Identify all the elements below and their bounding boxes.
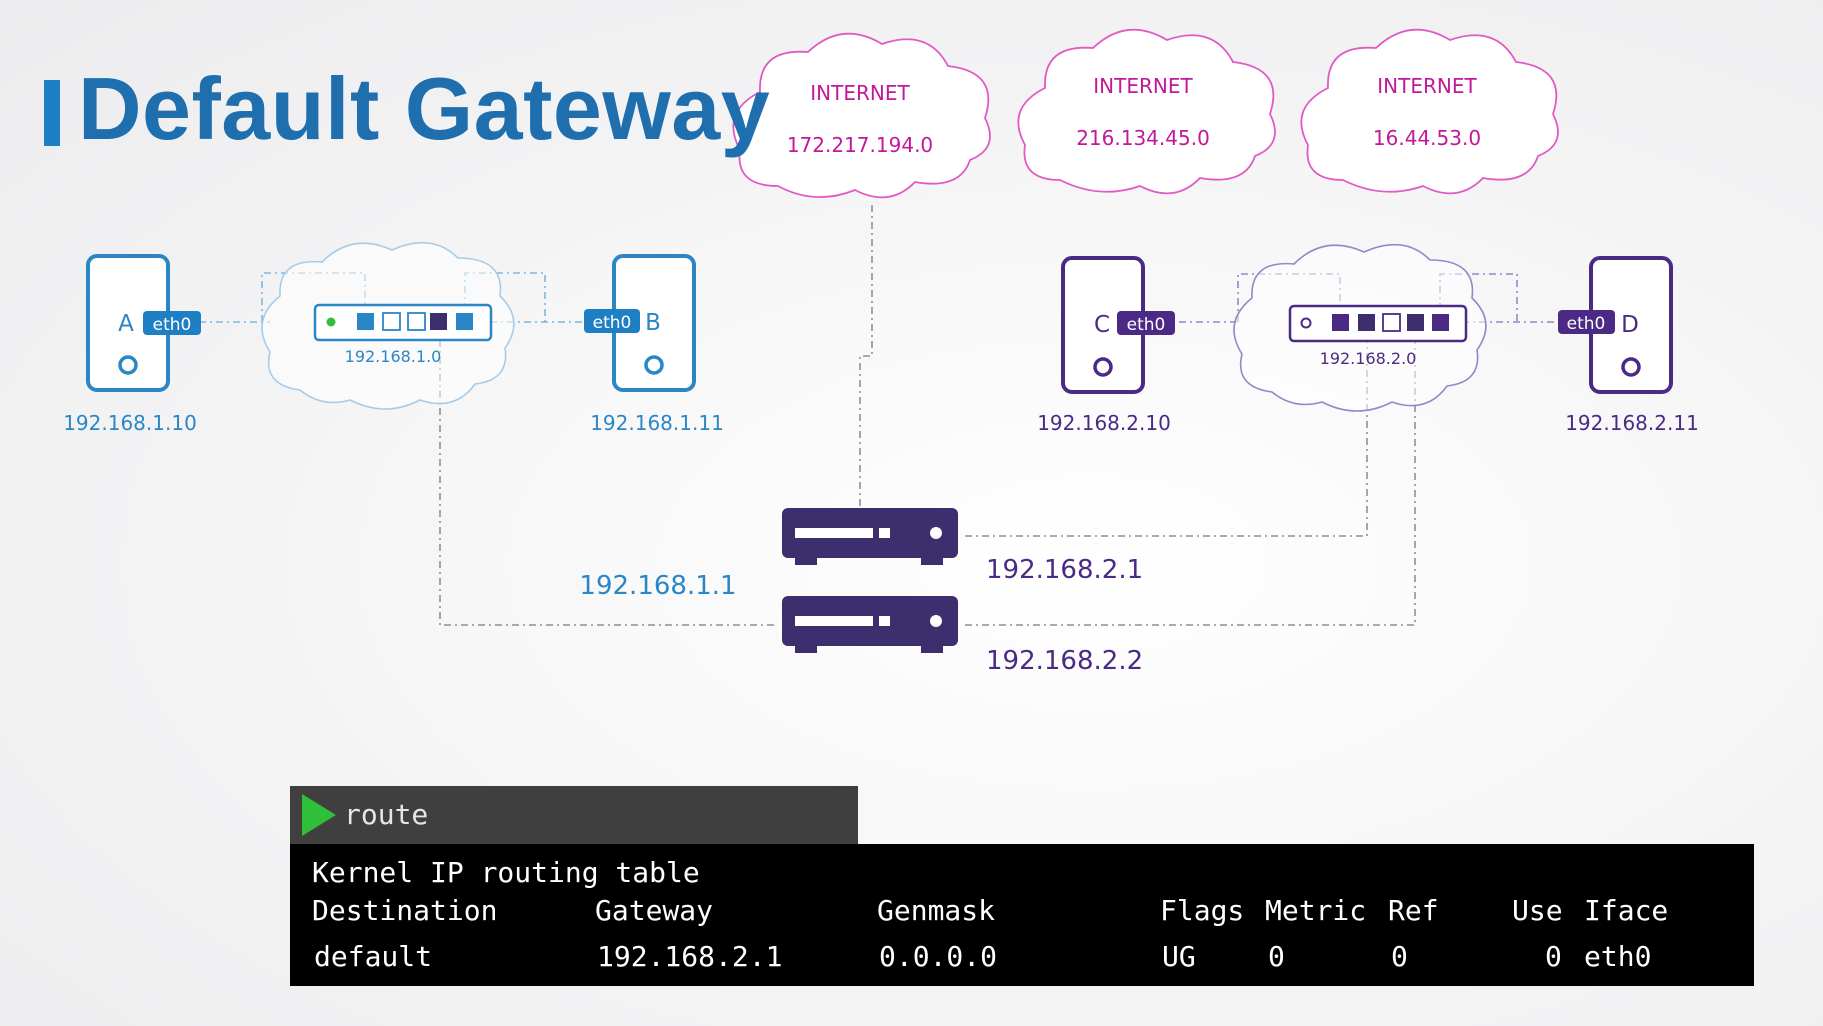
internet-cloud-2 (1017, 28, 1276, 195)
iface-badge-c (1117, 311, 1175, 335)
row-use: 0 (1545, 940, 1562, 973)
column-flags: Flags (1160, 894, 1245, 927)
link-router2-switch2 (965, 340, 1416, 626)
column-ref: Ref (1388, 894, 1439, 927)
network-2-ip: 192.168.2.0 (1320, 349, 1417, 368)
host-d-ip: 192.168.2.11 (1565, 411, 1699, 435)
row-gateway: 192.168.2.1 (597, 940, 783, 973)
router-left-ip: 192.168.1.1 (579, 571, 736, 601)
column-use: Use (1512, 894, 1563, 927)
column-genmask: Genmask (877, 894, 996, 927)
host-d (1558, 256, 1673, 394)
page-title: Default Gateway (78, 59, 771, 158)
host-a (86, 254, 201, 392)
host-a-name: A (118, 311, 134, 337)
router-1 (782, 508, 958, 565)
switch-192-168-1-0 (313, 303, 493, 342)
host-b-name: B (645, 310, 661, 336)
internet-cloud-1 (732, 32, 991, 199)
row-ref: 0 (1391, 940, 1408, 973)
internet-3-label: INTERNET (1377, 74, 1477, 98)
link-switch2-left-port (1237, 273, 1341, 322)
iface-badge-d (1558, 310, 1615, 334)
row-destination: default (314, 940, 433, 973)
internet-1-label: INTERNET (810, 81, 910, 105)
title-accent-bar (44, 80, 60, 146)
row-genmask: 0.0.0.0 (879, 940, 998, 973)
host-c-ip: 192.168.2.10 (1037, 411, 1171, 435)
link-internet-router1 (859, 205, 873, 508)
row-iface: eth0 (1584, 940, 1652, 973)
column-gateway: Gateway (595, 894, 714, 927)
host-b-ip: 192.168.1.11 (590, 411, 724, 435)
router-2-right-ip: 192.168.2.2 (986, 646, 1143, 676)
host-b (584, 254, 696, 392)
link-switch1-router2 (439, 340, 775, 626)
row-flags: UG (1162, 940, 1196, 973)
network-1-ip: 192.168.1.0 (345, 347, 442, 366)
host-b-iface: eth0 (593, 313, 632, 333)
internet-2-ip: 216.134.45.0 (1076, 126, 1210, 150)
terminal-output: Kernel IP routing table Destination Gate… (290, 844, 1754, 986)
column-metric: Metric (1265, 894, 1367, 927)
host-c (1061, 256, 1175, 394)
internet-cloud-3 (1300, 28, 1559, 195)
host-d-iface: eth0 (1567, 314, 1606, 334)
host-a-iface: eth0 (153, 315, 192, 335)
router-1-right-ip: 192.168.2.1 (986, 555, 1143, 585)
router-2 (782, 596, 958, 653)
switch-192-168-2-0 (1288, 304, 1468, 343)
host-a-ip: 192.168.1.10 (63, 411, 197, 435)
host-c-name: C (1094, 312, 1110, 338)
command-text: route (344, 798, 429, 831)
routing-table-heading: Kernel IP routing table (312, 856, 700, 889)
iface-badge-a (143, 311, 201, 335)
host-c-iface: eth0 (1127, 315, 1166, 335)
row-metric: 0 (1268, 940, 1285, 973)
internet-3-ip: 16.44.53.0 (1373, 126, 1481, 150)
column-destination: Destination (312, 894, 498, 927)
host-d-name: D (1621, 312, 1639, 338)
prompt-arrow-icon (302, 794, 336, 836)
column-iface: Iface (1584, 894, 1669, 927)
internet-1-ip: 172.217.194.0 (787, 133, 933, 157)
command-prompt: route (290, 786, 858, 844)
internet-2-label: INTERNET (1093, 74, 1193, 98)
iface-badge-b (584, 309, 640, 333)
